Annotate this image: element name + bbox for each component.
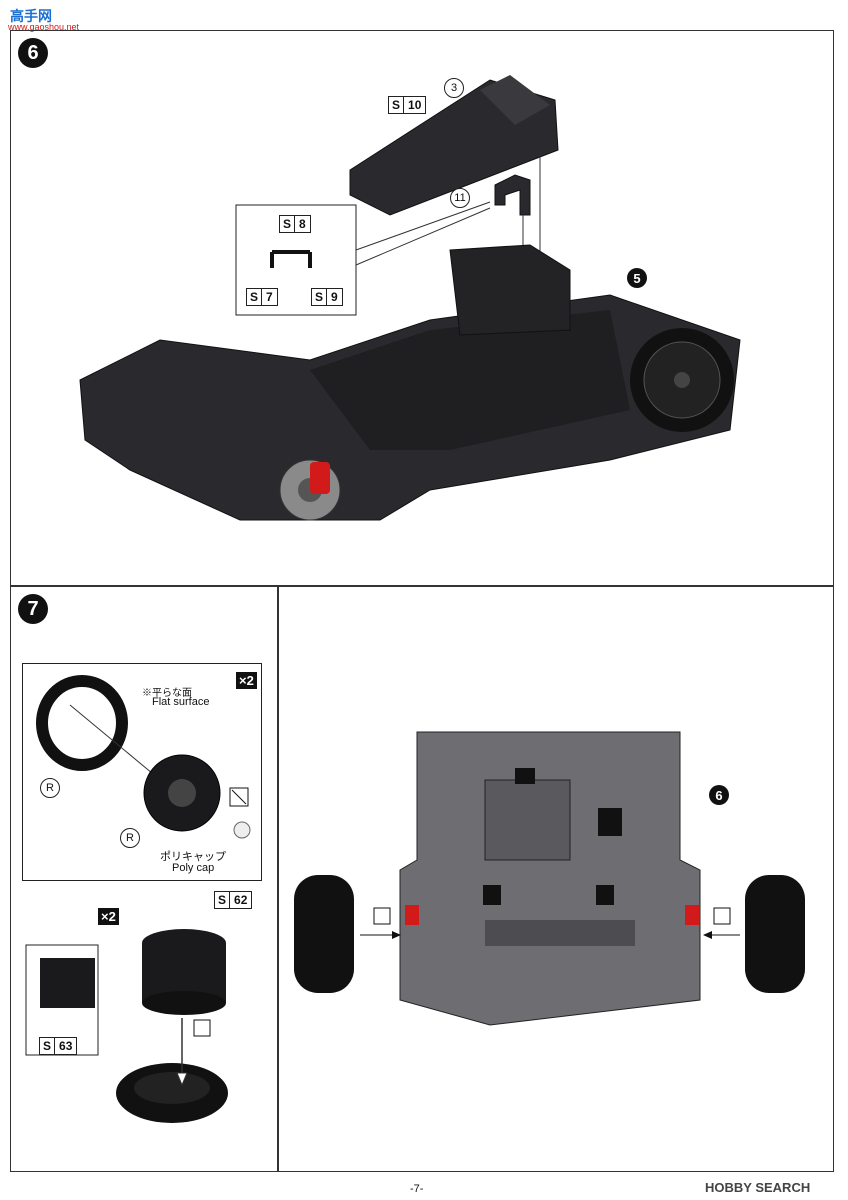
callout-3: 3 xyxy=(444,78,464,98)
step7-wheel-illustration xyxy=(25,675,251,1123)
r-label-2: R xyxy=(120,828,140,848)
left-wheel xyxy=(294,875,354,993)
callout-11: 11 xyxy=(450,188,470,208)
footer-brand: HOBBY SEARCH xyxy=(705,1180,811,1195)
right-wheel xyxy=(745,875,805,993)
flat-surface-en: Flat surface xyxy=(152,696,210,708)
polycap-jp: ポリキャップ xyxy=(160,851,226,863)
r-label-1: R xyxy=(40,778,60,798)
step7-number: 7 xyxy=(18,594,48,624)
watermark-logo: 高手网 xyxy=(10,6,52,26)
flat-surface-jp: ※平らな面 xyxy=(142,688,192,699)
multiplier-b: ×2 xyxy=(98,908,119,925)
ref-step-6: 6 xyxy=(709,785,729,805)
watermark-title: 高手网 xyxy=(10,8,52,24)
step6-number: 6 xyxy=(18,38,48,68)
watermark-url: www.gaoshou.net xyxy=(8,22,80,32)
chassis-underside xyxy=(399,731,701,1026)
poly-cap xyxy=(233,821,251,839)
step6-illustration xyxy=(79,75,741,521)
polycap-en: Poly cap xyxy=(172,862,215,874)
step6-panel xyxy=(10,30,834,586)
step7-divider xyxy=(277,586,279,1172)
bracket-part xyxy=(494,174,531,216)
step7-panel xyxy=(10,586,834,1172)
brake-caliper xyxy=(310,462,330,494)
wheel-inset xyxy=(22,663,262,881)
ref-step-5: 5 xyxy=(627,268,647,288)
rim-ring xyxy=(36,675,128,771)
underside-illustration xyxy=(294,731,805,1026)
page-number: -7- xyxy=(410,1183,424,1195)
multiplier-a: ×2 xyxy=(236,672,257,689)
